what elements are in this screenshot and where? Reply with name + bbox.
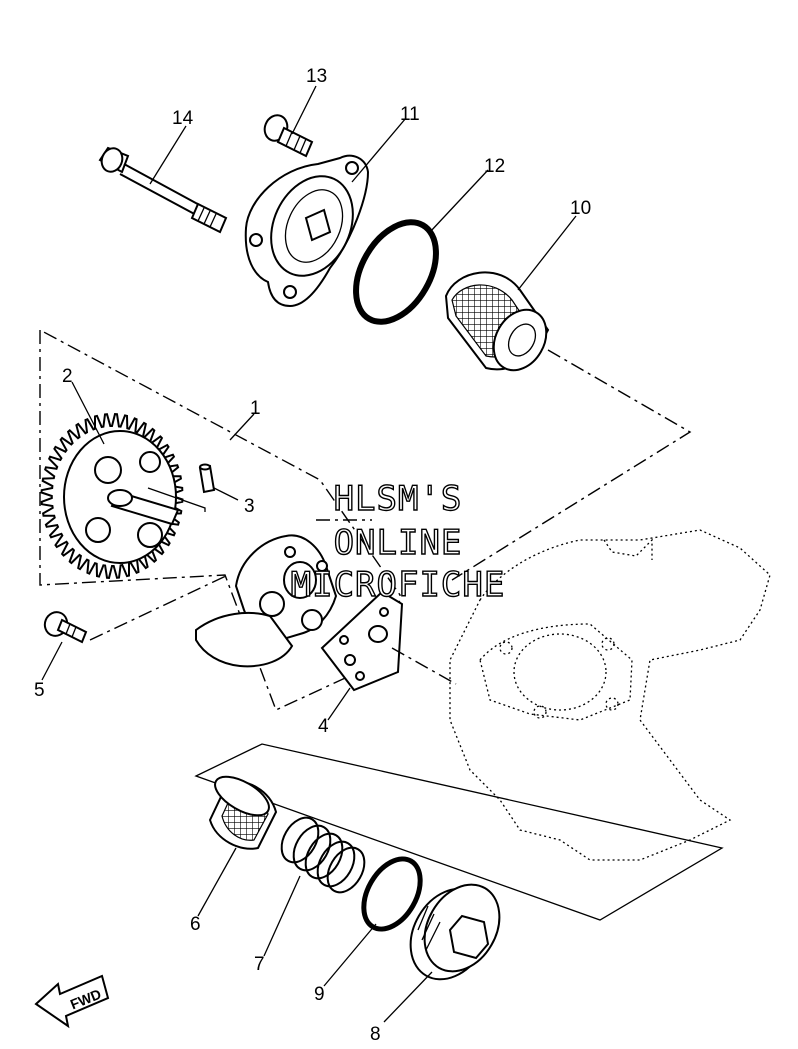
watermark-line-2: ONLINE (334, 523, 463, 563)
part-4-gasket (320, 590, 404, 692)
callout-8: 8 (370, 1024, 381, 1045)
callout-6: 6 (190, 914, 201, 935)
guide-line-filter (451, 349, 692, 581)
callout-1: 1 (250, 398, 261, 419)
callout-13: 13 (306, 66, 327, 87)
callout-4: 4 (318, 716, 329, 737)
part-14-long-bolt (98, 146, 228, 234)
part-5-screw (43, 611, 88, 644)
part-13-short-bolt (263, 114, 314, 158)
callout-3: 3 (244, 496, 255, 517)
guide-line-5 (89, 574, 229, 641)
leader-lines (41, 85, 577, 1023)
part-10-filter-element (444, 271, 550, 372)
callout-2: 2 (62, 366, 73, 387)
callout-9: 9 (314, 984, 325, 1005)
fwd-arrow: FWD (34, 974, 110, 1029)
callout-11: 11 (400, 104, 420, 125)
callout-12: 12 (484, 156, 505, 177)
callout-5: 5 (34, 680, 45, 701)
watermark-line-1: HLSM'S (334, 479, 463, 519)
part-12-o-ring (353, 219, 439, 325)
callout-14: 14 (172, 108, 194, 129)
part-3-dowel-pin (147, 463, 216, 512)
part-11-filter-cover (244, 154, 370, 308)
part-8-drain-plug (409, 883, 501, 981)
part-7-spring (280, 816, 366, 894)
watermark: HLSM'S ONLINE MICROFICHE (290, 478, 506, 605)
assembly-outline-1 (39, 328, 401, 711)
part-6-strainer (208, 775, 278, 850)
guide-line-gasket (391, 647, 457, 685)
watermark-line-3: MICROFICHE (291, 565, 506, 605)
guide-line-lower (194, 743, 724, 921)
crankcase (449, 529, 771, 861)
oil-pump-body (195, 534, 338, 668)
callout-10: 10 (570, 198, 591, 219)
part-2-gear (40, 413, 184, 579)
callout-7: 7 (254, 954, 265, 975)
